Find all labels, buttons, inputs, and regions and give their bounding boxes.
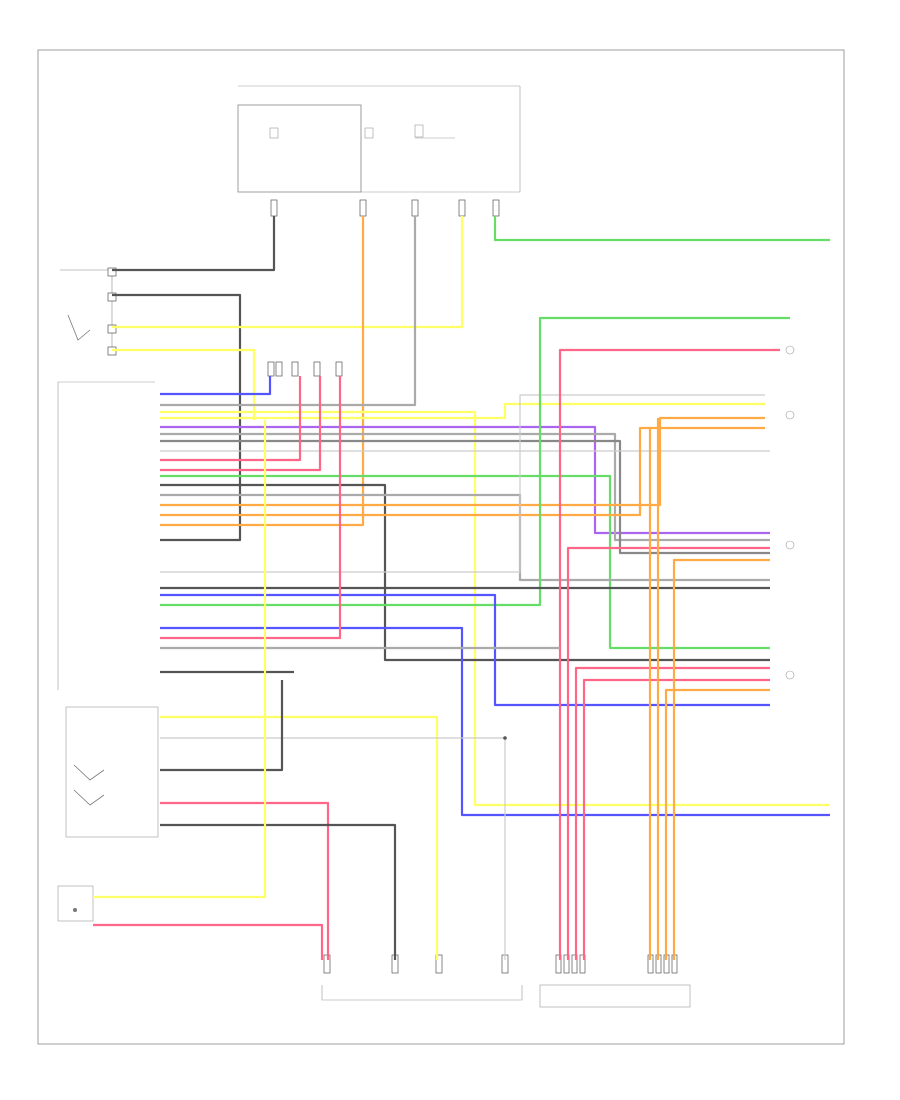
- wire-pink: [582, 678, 770, 960]
- wire-pink: [93, 923, 324, 960]
- wire-orange: [664, 688, 770, 960]
- wire-violet: [160, 425, 770, 535]
- wire-light-gray: [160, 737, 506, 960]
- wire-yellow: [93, 420, 267, 899]
- wire-orange: [160, 426, 765, 517]
- wire-blue: [160, 593, 770, 707]
- sensor-bottom-left: [57, 885, 94, 922]
- wire-gray: [160, 216, 417, 407]
- connector-terminal: [335, 361, 343, 377]
- switch-bottom-left: [65, 706, 159, 838]
- switch-contact-icon: [73, 764, 105, 781]
- connector-terminal: [313, 361, 321, 377]
- device-icon: [785, 345, 795, 355]
- wire-pink: [574, 666, 770, 960]
- fuse-icon: [364, 127, 374, 139]
- junction-block: [237, 85, 521, 217]
- wire-green: [493, 216, 830, 242]
- switch-contact-icon: [67, 314, 91, 341]
- connector-terminal: [291, 361, 299, 377]
- wire-pink: [566, 546, 770, 960]
- device-icon: [785, 410, 795, 420]
- splice-dot: [503, 736, 507, 740]
- wire-yellow: [160, 402, 765, 420]
- device-icon: [785, 670, 795, 680]
- wire-orange: [672, 558, 770, 960]
- wire-blue: [160, 376, 272, 396]
- wire-pink: [160, 376, 342, 640]
- wire-black: [112, 216, 276, 272]
- page-frame: [37, 49, 845, 1045]
- wire-green: [160, 474, 770, 650]
- wire-yellow: [160, 410, 830, 807]
- wire-pink: [160, 801, 330, 960]
- wire-yellow: [112, 216, 464, 329]
- switch-top-left: [60, 267, 117, 356]
- connector-terminal: [458, 199, 466, 217]
- switch-contact-icon: [73, 789, 105, 806]
- wire-pink: [558, 348, 780, 960]
- wire-light-gray: [160, 394, 765, 573]
- wire-yellow: [112, 348, 256, 420]
- wire-pink: [160, 376, 322, 472]
- connector-terminal: [411, 199, 419, 217]
- wire-yellow: [160, 715, 439, 960]
- sensor-icon: [73, 908, 77, 912]
- right-side-devices: [785, 345, 795, 680]
- wire-green: [160, 316, 790, 607]
- connector-terminal: [275, 361, 283, 377]
- wires: [93, 216, 830, 960]
- control-module: [321, 954, 523, 1001]
- wire-orange: [160, 416, 765, 507]
- wire-blue: [160, 626, 830, 817]
- wire-black: [160, 823, 397, 960]
- connector-terminal: [359, 199, 367, 217]
- wire-gray: [160, 493, 770, 582]
- wire-black: [160, 680, 284, 772]
- fuse-icon: [269, 127, 279, 139]
- control-module-box: [57, 381, 155, 690]
- connector-terminal: [270, 199, 278, 217]
- device-icon: [785, 540, 795, 550]
- wire-gray: [160, 439, 770, 555]
- connector-terminal: [267, 361, 275, 377]
- blower-unit: [539, 954, 691, 1008]
- connector-terminal: [492, 199, 500, 217]
- wire-pink: [160, 376, 302, 462]
- relay-icon: [414, 124, 424, 138]
- wire-orange: [160, 216, 365, 527]
- wire-gray: [160, 432, 770, 542]
